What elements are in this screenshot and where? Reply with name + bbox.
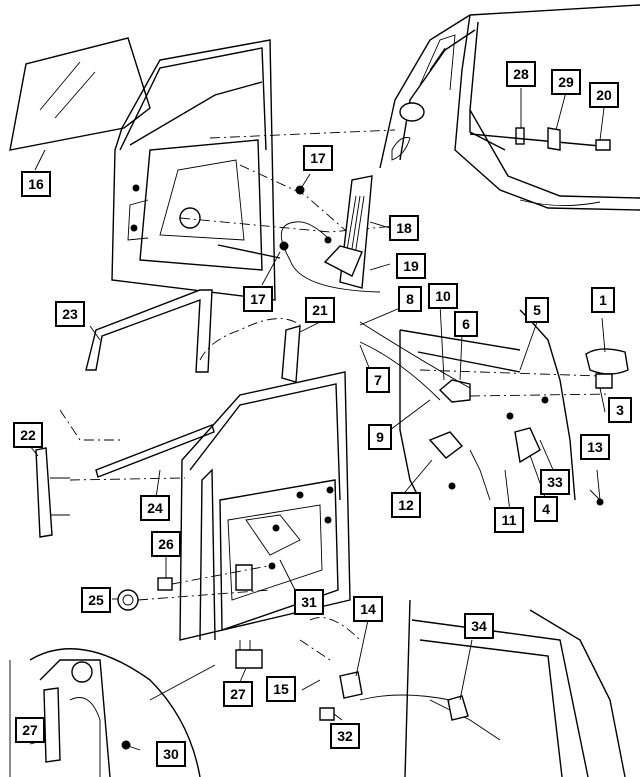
svg-text:18: 18 <box>396 220 412 236</box>
svg-text:6: 6 <box>462 316 470 332</box>
svg-text:27: 27 <box>22 722 38 738</box>
callout-25: 25 <box>81 587 111 613</box>
svg-text:30: 30 <box>163 746 179 762</box>
callout-21: 21 <box>305 297 335 323</box>
callout-19: 19 <box>396 253 426 279</box>
svg-text:26: 26 <box>158 536 174 552</box>
svg-text:7: 7 <box>374 372 382 388</box>
svg-text:25: 25 <box>88 592 104 608</box>
callout-4: 4 <box>534 496 558 522</box>
callout-24: 24 <box>140 495 170 521</box>
svg-text:5: 5 <box>533 302 541 318</box>
callout-3: 3 <box>608 397 632 423</box>
svg-text:4: 4 <box>542 501 550 517</box>
window-regulator <box>279 175 381 293</box>
latch-and-handle-assembly <box>359 309 629 506</box>
hinge-detail-view <box>9 648 216 777</box>
callout-32: 32 <box>330 723 360 749</box>
svg-text:17: 17 <box>250 291 266 307</box>
svg-text:1: 1 <box>599 292 607 308</box>
callout-33: 33 <box>540 469 570 495</box>
callout-17-top: 17 <box>303 145 333 171</box>
svg-text:27: 27 <box>230 686 246 702</box>
rear-door-assembly <box>35 289 351 669</box>
svg-text:9: 9 <box>376 429 384 445</box>
callout-17-bottom: 17 <box>243 286 273 312</box>
callout-11: 11 <box>494 507 524 533</box>
svg-text:10: 10 <box>435 288 451 304</box>
callout-14: 14 <box>353 596 383 622</box>
svg-text:17: 17 <box>310 150 326 166</box>
callout-9: 9 <box>368 424 392 450</box>
front-door-panel <box>111 39 396 301</box>
leader-lines <box>29 88 606 751</box>
svg-text:31: 31 <box>301 594 317 610</box>
callout-23: 23 <box>55 301 85 327</box>
svg-text:32: 32 <box>337 728 353 744</box>
callout-28: 28 <box>506 61 536 87</box>
svg-text:28: 28 <box>513 66 529 82</box>
svg-text:8: 8 <box>406 291 414 307</box>
callout-13: 13 <box>580 434 610 460</box>
svg-text:33: 33 <box>547 474 563 490</box>
svg-text:19: 19 <box>403 258 419 274</box>
callout-5: 5 <box>525 297 549 323</box>
svg-text:11: 11 <box>502 512 517 528</box>
callout-31: 31 <box>294 589 324 615</box>
callout-15: 15 <box>266 676 296 702</box>
callout-18: 18 <box>389 215 419 241</box>
callout-16: 16 <box>21 171 51 197</box>
callout-20: 20 <box>589 82 619 108</box>
callout-29: 29 <box>551 69 581 95</box>
svg-text:24: 24 <box>147 500 163 516</box>
svg-text:22: 22 <box>20 427 36 443</box>
svg-text:21: 21 <box>312 302 328 318</box>
svg-text:16: 16 <box>28 176 44 192</box>
svg-text:20: 20 <box>596 87 612 103</box>
svg-text:13: 13 <box>587 439 603 455</box>
svg-text:15: 15 <box>273 681 289 697</box>
callout-8: 8 <box>398 286 422 312</box>
svg-text:3: 3 <box>616 402 624 418</box>
door-glass <box>9 37 151 151</box>
lower-door-panel <box>299 599 626 777</box>
svg-text:34: 34 <box>471 618 487 634</box>
callout-1: 1 <box>591 287 615 313</box>
callout-22: 22 <box>13 422 43 448</box>
callout-26: 26 <box>151 531 181 557</box>
callout-12: 12 <box>391 492 421 518</box>
callout-34: 34 <box>464 613 494 639</box>
svg-text:23: 23 <box>62 306 78 322</box>
svg-text:29: 29 <box>558 74 574 90</box>
callout-27-detail: 27 <box>15 717 45 743</box>
svg-text:12: 12 <box>398 497 414 513</box>
callout-10: 10 <box>428 283 458 309</box>
callout-30: 30 <box>156 741 186 767</box>
callout-7: 7 <box>366 367 390 393</box>
vehicle-body-rear <box>379 4 640 211</box>
callout-27-right: 27 <box>223 681 253 707</box>
svg-text:14: 14 <box>360 601 376 617</box>
callout-6: 6 <box>454 311 478 337</box>
